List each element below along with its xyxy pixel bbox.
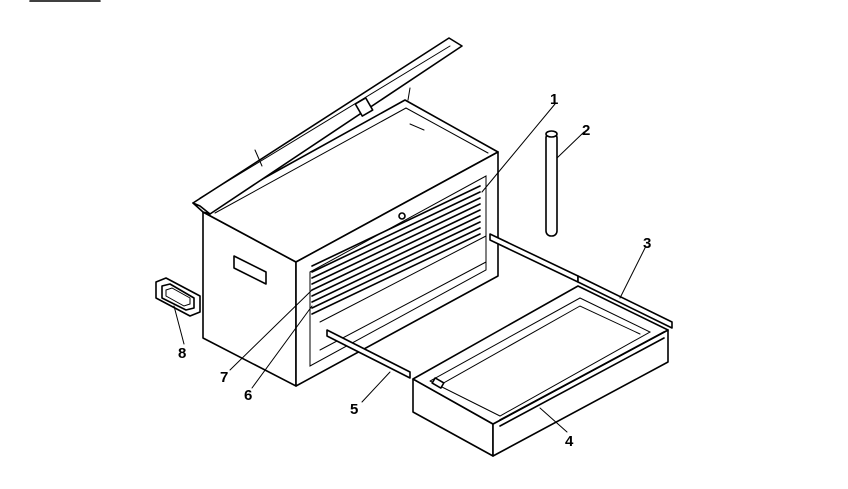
leader-7 [229,289,313,371]
tool-chest [202,99,499,387]
leader-5 [361,371,391,403]
slide-upper [489,233,579,283]
leader-4 [539,407,568,433]
side-handle [155,277,201,317]
drawer-lock [398,212,406,220]
leader-8 [173,305,185,345]
slide-lower [326,329,411,379]
callout-5: 5 [350,401,358,418]
callout-7: 7 [220,369,228,386]
drawer-stack [311,185,487,351]
lid-latch [354,97,374,117]
callout-4: 4 [565,433,574,450]
drawer-top-rim [412,285,669,425]
leader-lines [173,103,646,433]
leader-6 [251,305,313,389]
callout-6: 6 [244,387,252,404]
leader-2 [556,131,585,159]
callout-8: 8 [178,345,186,362]
leader-1 [481,103,556,193]
callout-3: 3 [643,235,651,252]
leader-3 [619,247,646,299]
callout-2: 2 [582,122,590,139]
chest-front [295,151,499,387]
side-handle-slot [233,255,267,285]
drawer-slides [326,233,673,379]
hinge-rod [545,130,558,237]
callout-1: 1 [550,91,558,108]
pulled-drawer [412,285,669,457]
callout-labels: 1 2 3 4 5 6 7 8 [178,91,651,450]
chest-lid [192,37,463,215]
